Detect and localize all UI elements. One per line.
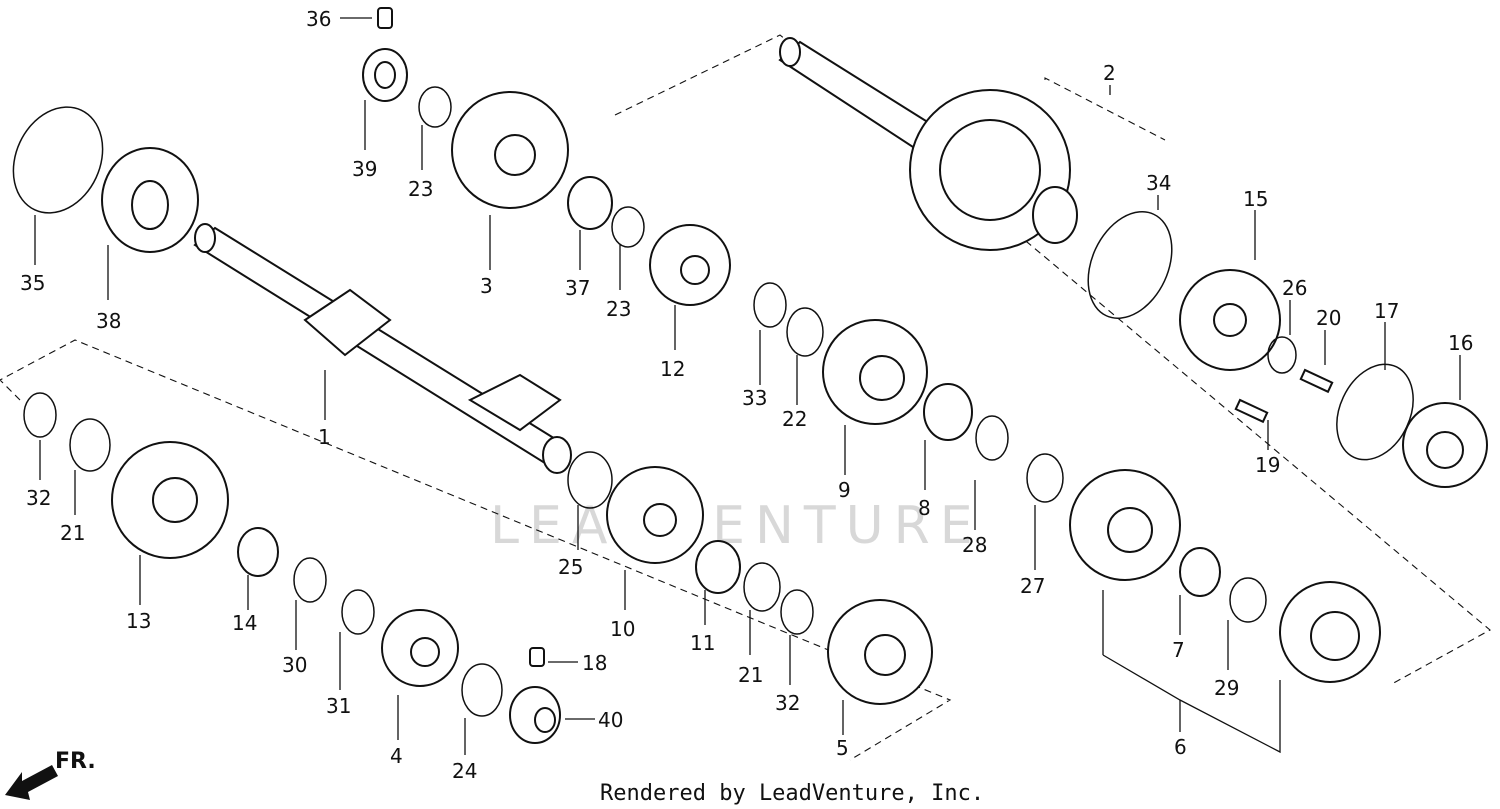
- callout-13: 13: [126, 609, 151, 633]
- callout-19: 19: [1255, 453, 1280, 477]
- callout-2: 2: [1103, 61, 1116, 85]
- snap-rings: [12, 106, 1414, 635]
- callout-21a: 21: [60, 521, 85, 545]
- watermark: LEADVENTURE: [490, 496, 983, 556]
- callout-27: 27: [1020, 574, 1045, 598]
- callout-9: 9: [838, 478, 851, 502]
- bushings: [237, 176, 1221, 597]
- callout-14: 14: [232, 611, 257, 635]
- callout-16: 16: [1448, 331, 1473, 355]
- sprocket-cover-and-bolts: [1234, 368, 1488, 488]
- gears: [111, 91, 1381, 705]
- callout-20: 20: [1316, 306, 1341, 330]
- callout-32a: 32: [26, 486, 51, 510]
- bearings: [101, 7, 561, 744]
- callout-26: 26: [1282, 276, 1307, 300]
- leader-lines: [34, 17, 1461, 755]
- callout-32b: 32: [775, 691, 800, 715]
- callout-7: 7: [1172, 638, 1185, 662]
- washers: [69, 86, 1297, 717]
- callout-29: 29: [1214, 676, 1239, 700]
- countershaft: [778, 37, 1078, 251]
- callout-17: 17: [1374, 299, 1399, 323]
- callout-23a: 23: [408, 177, 433, 201]
- callout-35: 35: [20, 271, 45, 295]
- callout-33: 33: [742, 386, 767, 410]
- callout-6: 6: [1174, 735, 1187, 759]
- callout-18: 18: [582, 651, 607, 675]
- callout-3: 3: [480, 274, 493, 298]
- callout-15: 15: [1243, 187, 1268, 211]
- callout-21b: 21: [738, 663, 763, 687]
- front-direction-indicator: FR.: [5, 749, 96, 800]
- callout-22: 22: [782, 407, 807, 431]
- callout-39: 39: [352, 157, 377, 181]
- callout-8: 8: [918, 496, 931, 520]
- callout-12: 12: [660, 357, 685, 381]
- callout-4: 4: [390, 744, 403, 768]
- callout-38: 38: [96, 309, 121, 333]
- callout-36: 36: [306, 7, 331, 31]
- callout-34: 34: [1146, 171, 1171, 195]
- callout-23b: 23: [606, 297, 631, 321]
- callout-24: 24: [452, 759, 477, 783]
- callout-11: 11: [690, 631, 715, 655]
- front-arrow-icon: [5, 765, 58, 800]
- callout-40: 40: [598, 708, 623, 732]
- callout-25: 25: [558, 555, 583, 579]
- callout-30: 30: [282, 653, 307, 677]
- callout-10: 10: [610, 617, 635, 641]
- callout-37: 37: [565, 276, 590, 300]
- callout-labels: 36 39 23 3 37 23 12 33 22 35 38 1 32 21 …: [20, 7, 1473, 783]
- callout-31: 31: [326, 694, 351, 718]
- render-credit: Rendered by LeadVenture, Inc.: [600, 781, 984, 806]
- assembly-outlines: [0, 34, 1491, 761]
- callout-1: 1: [318, 425, 331, 449]
- callout-5: 5: [836, 736, 849, 760]
- front-label: FR.: [55, 749, 96, 774]
- mainshaft: [193, 223, 572, 474]
- callout-28: 28: [962, 533, 987, 557]
